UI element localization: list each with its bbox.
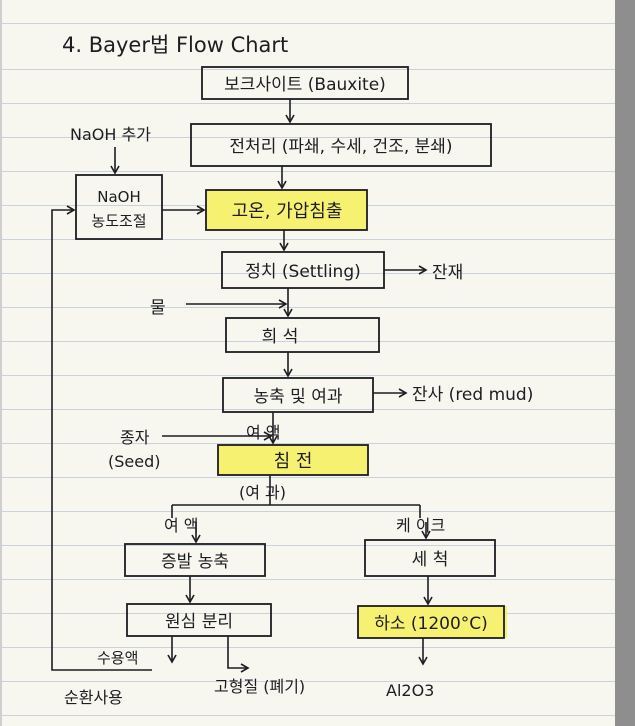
digestion-box [205, 189, 368, 231]
filtrate-left-label: 여 액 [164, 516, 199, 535]
gray-margin-strip [615, 0, 635, 726]
pretreat-box [190, 123, 492, 167]
washing-label: 세 척 [412, 550, 449, 570]
cake-label: 케 이크 [396, 516, 445, 535]
filtrate-top-label: 여 액 [246, 423, 281, 442]
naoh-conc-label-1: NaOH [97, 188, 141, 206]
naoh-conc-label-2: 농도조절 [91, 212, 146, 230]
calcination-box [357, 605, 505, 639]
bauxite-box [201, 66, 409, 100]
solution-label: 수용액 [97, 649, 138, 667]
calcination-label: 하소 (1200°C) [374, 614, 488, 634]
naoh-add-label: NaOH 추가 [70, 125, 151, 144]
product-label: Al2O3 [386, 681, 434, 700]
precipitation-box [217, 444, 369, 476]
calcination-highlight [357, 606, 507, 638]
centrifuge-label: 원심 분리 [165, 612, 233, 632]
solids-label: 고형질 (폐기) [214, 677, 305, 696]
chart-title: 4. Bayer법 Flow Chart [62, 33, 288, 57]
concentrate-filter-label: 농축 및 여과 [253, 387, 342, 407]
bauxite-label: 보크사이트 (Bauxite) [224, 75, 386, 95]
dilution-label: 희 석 [262, 327, 299, 347]
arrow-to-solids [227, 636, 250, 673]
red-mud-label: 잔사 (red mud) [412, 385, 533, 405]
washing-box [364, 539, 496, 577]
dilution-box [225, 317, 380, 353]
filtration-label: (여 과) [239, 483, 286, 502]
residue-label: 잔재 [432, 263, 463, 283]
water-label: 물 [150, 298, 166, 318]
centrifuge-box [126, 603, 272, 637]
precipitation-label: 침 전 [274, 451, 313, 472]
digestion-highlight [207, 190, 367, 230]
seed-label-2: (Seed) [108, 452, 160, 471]
recycle-label: 순환사용 [64, 688, 123, 707]
naoh-conc-box [75, 174, 163, 240]
concentrate-filter-box [222, 377, 374, 413]
pretreat-label: 전처리 (파쇄, 수세, 건조, 분쇄) [229, 137, 452, 157]
arrow-recycle-loop [51, 205, 152, 671]
precipitation-highlight [218, 445, 368, 475]
settling-label: 정치 (Settling) [245, 262, 361, 282]
evaporation-box [124, 543, 266, 577]
paper-edge [0, 0, 2, 726]
digestion-label: 고온, 가압침출 [232, 201, 343, 222]
evaporation-label: 증발 농축 [161, 552, 229, 572]
seed-label-1: 종자 [120, 428, 150, 447]
